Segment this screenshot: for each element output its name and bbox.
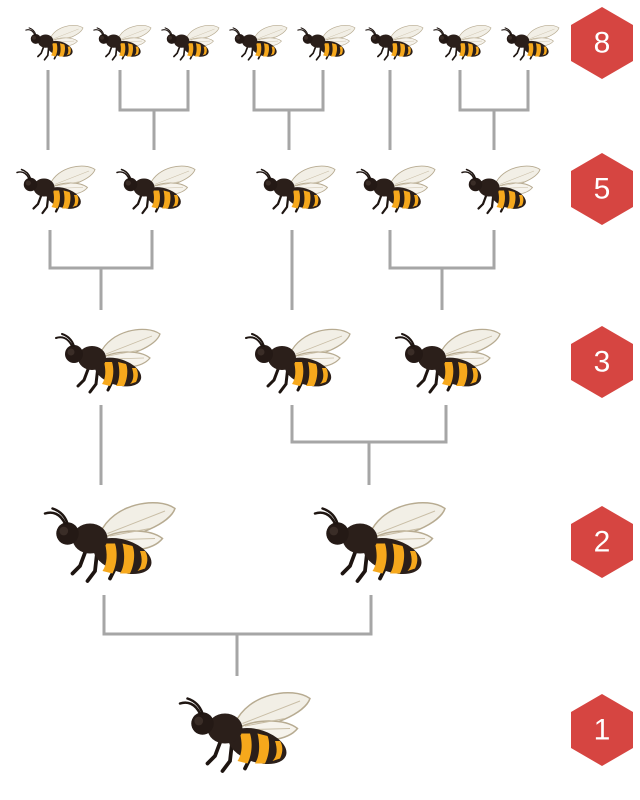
bee-icon-gen4-2 [313,500,447,583]
bee-icon-gen1-2 [92,24,152,61]
generation-count-label: 8 [594,27,611,60]
bee-icon-gen4-1 [43,500,177,583]
generation-badge-3: 3 [571,326,633,398]
bee-icon-gen1-1 [24,24,84,61]
generation-badge-2: 5 [571,153,633,225]
bee-icon-gen5-1 [178,690,312,773]
generation-count-label: 1 [594,714,611,747]
generation-count-label: 5 [594,173,611,206]
generation-badges: 8 5 3 2 1 [571,7,633,766]
bee-icon-gen1-6 [364,24,424,61]
bee-icon-gen1-7 [432,24,492,61]
bee-icon-gen1-5 [296,24,356,61]
bee-icon-gen1-3 [160,24,220,61]
bee-icon-gen3-2 [244,327,352,394]
bee-icon-gen2-1 [15,164,97,215]
connector-line-17 [102,595,373,636]
generation-badge-5: 1 [571,694,633,766]
connector-line-4 [252,70,325,112]
bee-icon-gen2-3 [255,164,337,215]
generation-badge-4: 2 [571,506,633,578]
bee-icon-gen2-2 [115,164,197,215]
bee-icon-gen2-5 [460,164,542,215]
generation-count-label: 2 [594,526,611,559]
connector-line-2 [118,70,190,112]
lineage-connectors [46,70,530,676]
connector-line-15 [290,405,448,444]
connector-line-9 [48,230,154,270]
bee-icon-gen3-3 [394,327,502,394]
generation-count-label: 3 [594,346,611,379]
connector-line-12 [388,230,496,270]
connector-line-7 [458,70,530,112]
bee-icon-gen2-4 [355,164,437,215]
bee-icon-gen3-1 [54,327,162,394]
generation-badge-1: 8 [571,7,633,79]
bee-icon-gen1-8 [500,24,560,61]
bee-icon-gen1-4 [228,24,288,61]
